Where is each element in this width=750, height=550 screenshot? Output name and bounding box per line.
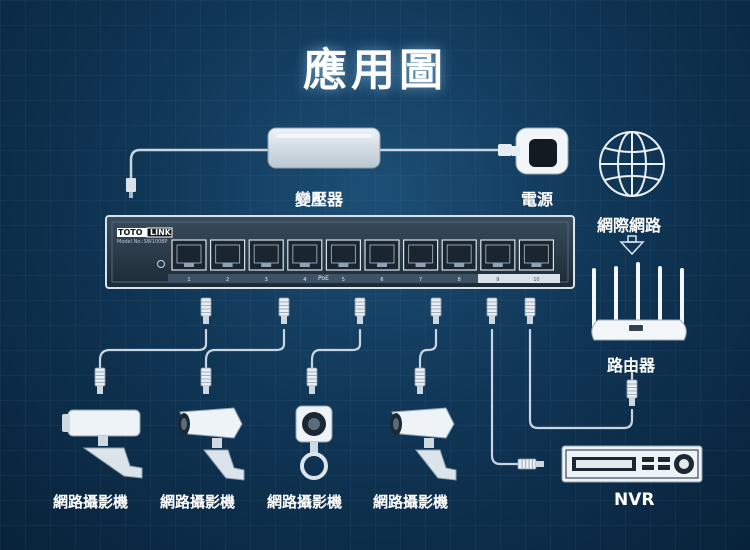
camera-1-label: 網路攝影機 (53, 493, 129, 511)
rj45-connector (200, 367, 212, 394)
switch-port: 2 (210, 239, 246, 283)
rj45-connector (278, 297, 290, 324)
port-number: 5 (342, 277, 345, 283)
rj45-connector (430, 297, 442, 324)
power-plug (512, 127, 569, 175)
rj45-connector (524, 297, 536, 324)
port-number: 3 (265, 277, 268, 283)
rj45-connector (486, 297, 498, 324)
router-label: 路由器 (607, 356, 656, 375)
switch-port: 1 (171, 239, 207, 283)
camera-3-label: 網路攝影機 (267, 493, 343, 511)
switch-brand-left: TOTO (118, 228, 143, 237)
switch-port: 9 (480, 239, 516, 283)
switch-port: 10 (518, 239, 555, 283)
camera-2-label: 網路攝影機 (160, 493, 236, 511)
poe-label: PoE (318, 275, 329, 282)
rj45-connector (354, 297, 366, 324)
power-label: 電源 (521, 190, 554, 209)
rj45-connector (306, 367, 318, 394)
camera-icon (390, 407, 457, 481)
port-number: 8 (458, 277, 461, 283)
rj45-connector (200, 297, 212, 324)
nvr-recorder (561, 445, 703, 483)
camera-icon (62, 409, 143, 479)
rj45-connector (626, 379, 638, 406)
camera-4-label: 網路攝影機 (373, 493, 449, 511)
port-number: 9 (496, 277, 499, 283)
globe-icon (599, 131, 665, 197)
rj45-connector (414, 367, 426, 394)
port-number: 2 (226, 277, 229, 283)
switch-port: 7 (403, 239, 439, 283)
internet-label: 網際網路 (597, 216, 662, 235)
power-adapter (126, 127, 512, 198)
adapter-label: 變壓器 (295, 190, 344, 209)
switch-port: 4 (287, 239, 323, 283)
switch-port: 3 (248, 239, 284, 283)
router (591, 262, 687, 341)
port-number: 1 (187, 277, 190, 283)
rj45-connector (94, 367, 106, 394)
port-number: 7 (419, 277, 422, 283)
rj45-connector (517, 458, 544, 470)
port-number: 4 (303, 277, 306, 283)
switch-port: 5 (325, 239, 361, 283)
ethernet-cables (98, 328, 634, 466)
page-title: 應用圖 (303, 45, 447, 96)
camera-icon (178, 407, 245, 481)
arrow-down-icon (619, 235, 645, 256)
port-number: 6 (380, 277, 383, 283)
nvr-label: NVR (614, 490, 655, 510)
poe-switch: 1 2 3 4 5 6 7 8 9 10 (105, 215, 575, 289)
switch-port: 8 (441, 239, 477, 283)
switch-model: Model No.:SW1008P (117, 239, 168, 245)
port-number: 10 (533, 277, 539, 283)
switch-port: 6 (364, 239, 400, 283)
camera-icon (295, 405, 333, 480)
switch-brand-right: LINK (150, 228, 171, 237)
